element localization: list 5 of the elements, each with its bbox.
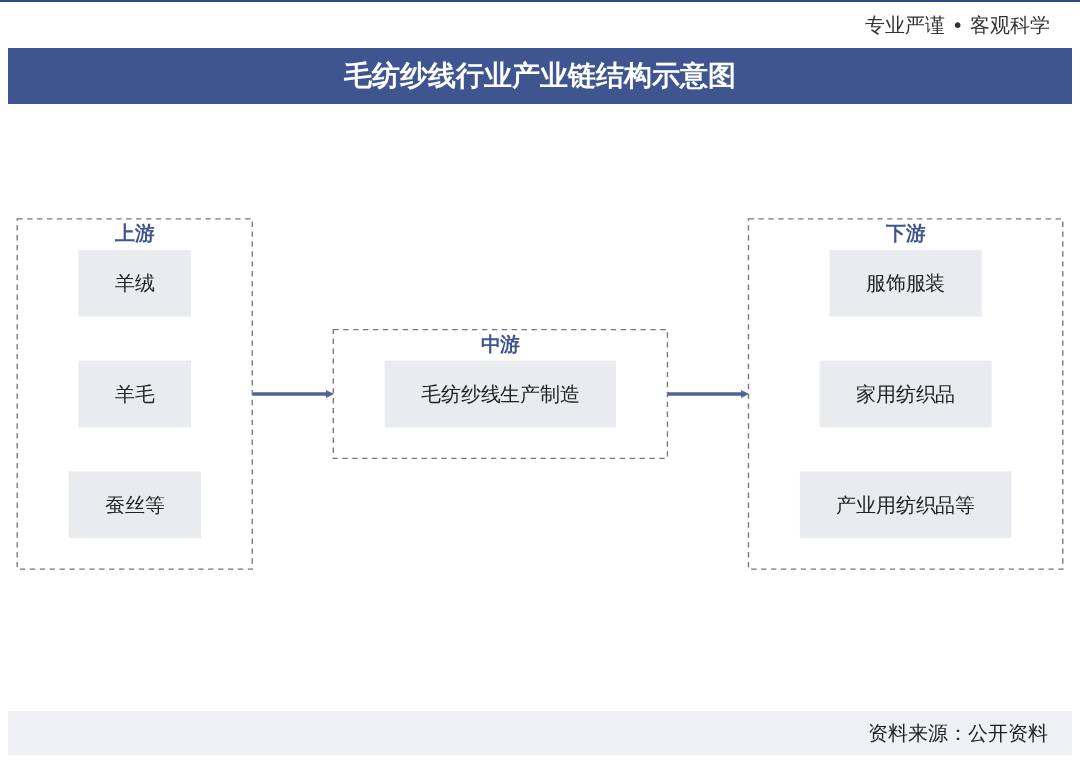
source-note: 资料来源：公开资料 xyxy=(868,719,1048,747)
title-banner: 毛纺纱线行业产业链结构示意图 xyxy=(8,48,1072,104)
slogan-text: 专业严谨 • 客观科学 xyxy=(865,11,1050,39)
arrow xyxy=(667,390,749,398)
arrow xyxy=(252,390,334,398)
